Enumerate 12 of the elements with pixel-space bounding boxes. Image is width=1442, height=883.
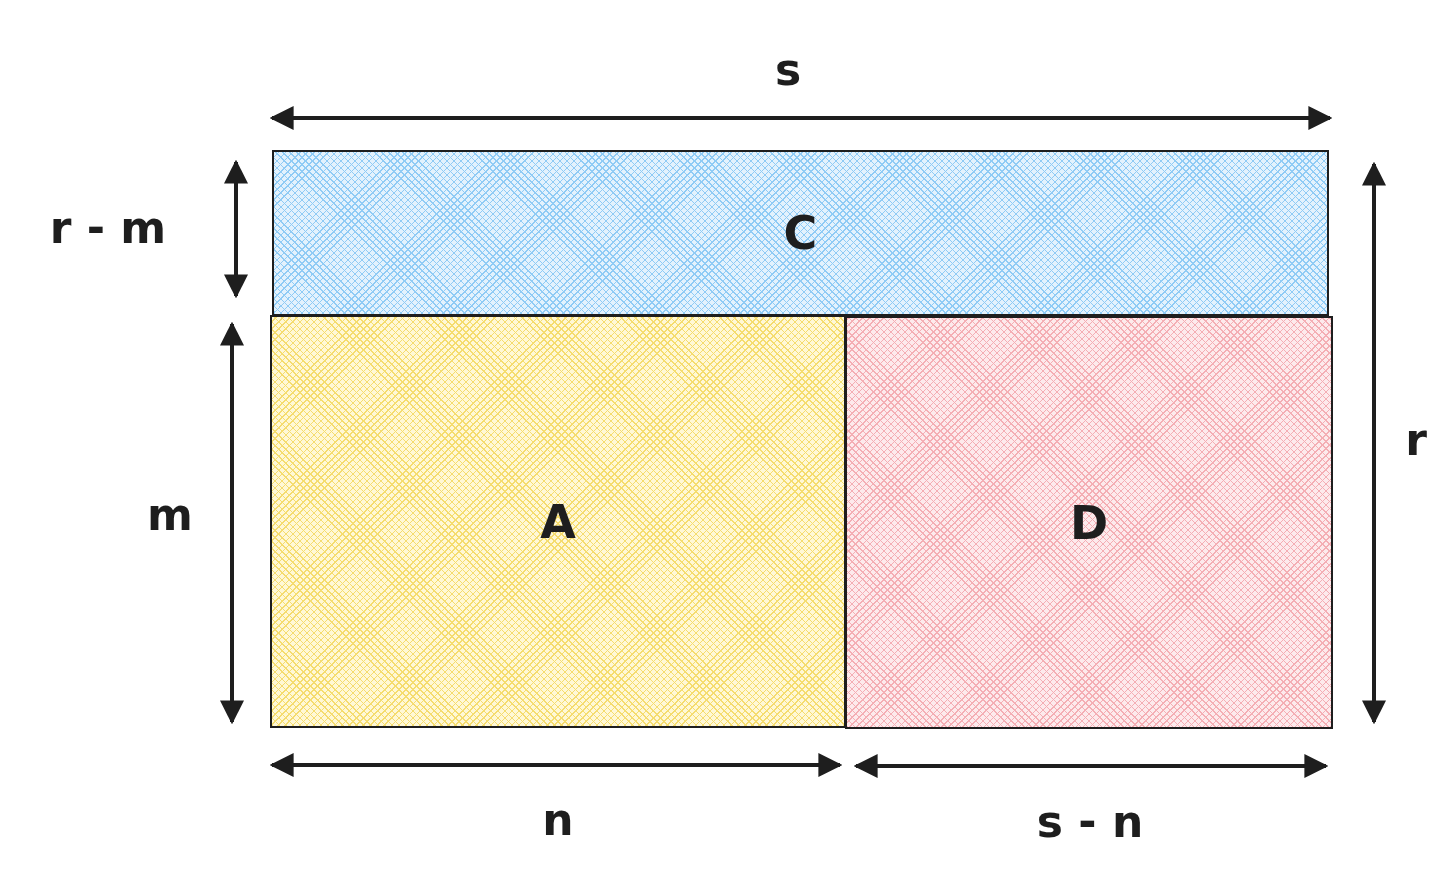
- dimension-label: s - n: [1036, 800, 1144, 844]
- dimension-label: n: [542, 798, 574, 842]
- dimension-label: m: [147, 493, 193, 537]
- dimension-label: s: [774, 48, 802, 92]
- shaded-region: [272, 150, 1329, 316]
- shaded-region: [270, 315, 846, 728]
- area-label: D: [1069, 499, 1109, 546]
- dimension-label: r: [1405, 418, 1427, 462]
- area-label: A: [540, 498, 576, 545]
- dimension-label: r - m: [49, 206, 167, 250]
- area-label: C: [783, 210, 818, 256]
- shaded-region: [845, 316, 1333, 729]
